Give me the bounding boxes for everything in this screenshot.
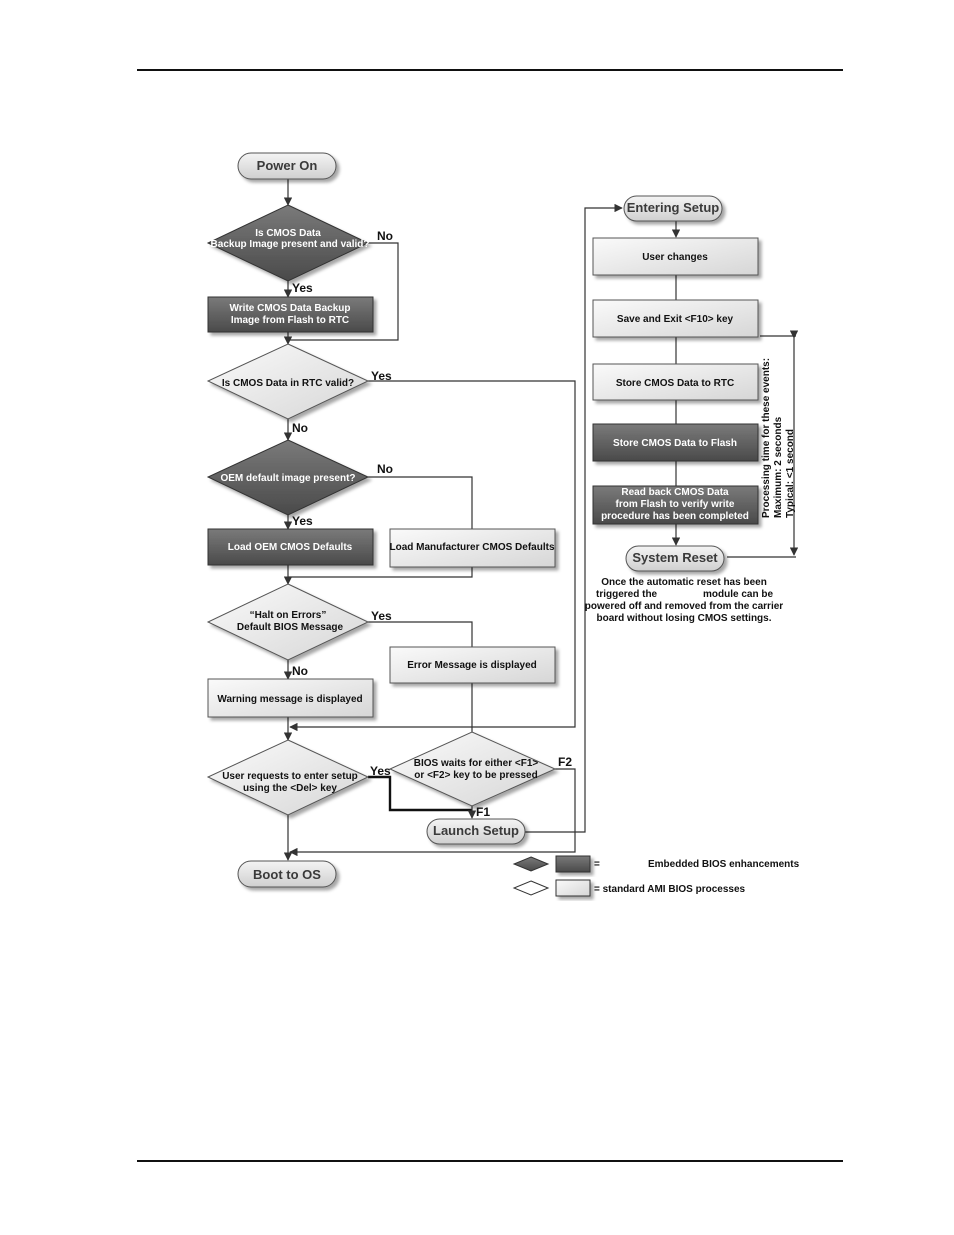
svg-text:Store CMOS Data to RTC: Store CMOS Data to RTC — [616, 378, 734, 389]
legend-dark-diamond — [512, 856, 550, 872]
label-f1: F1 — [476, 805, 490, 819]
process-user-changes: User changes — [592, 237, 759, 276]
svg-text:board without losing CMOS sett: board without losing CMOS settings. — [597, 613, 772, 624]
svg-text:Default BIOS Message: Default BIOS Message — [237, 622, 344, 633]
label-no-rtc: No — [292, 421, 308, 435]
process-load-mfr: Load Manufacturer CMOS Defaults — [389, 528, 556, 568]
svg-text:Error Message is displayed: Error Message is displayed — [407, 660, 537, 671]
timing-note: Processing time for these events: Maximu… — [761, 358, 796, 518]
svg-text:triggered the: triggered the — [596, 589, 658, 600]
svg-text:User changes: User changes — [642, 252, 708, 263]
label-yes-user: Yes — [370, 764, 391, 778]
svg-text:Read back CMOS Data: Read back CMOS Data — [621, 487, 729, 498]
legend-light-diamond — [512, 880, 550, 896]
process-store-flash: Store CMOS Data to Flash — [592, 423, 759, 462]
decision-cmos-backup: Is CMOS Data Backup Image present and va… — [206, 204, 370, 282]
svg-text:Maximum: 2 seconds: Maximum: 2 seconds — [773, 416, 784, 518]
svg-text:using the <Del> key: using the <Del> key — [243, 783, 337, 794]
svg-text:module can be: module can be — [703, 589, 773, 600]
process-error-message: Error Message is displayed — [389, 646, 556, 684]
setup-connectors — [671, 221, 799, 558]
svg-text:Launch Setup: Launch Setup — [433, 823, 519, 838]
svg-text:Image from Flash to RTC: Image from Flash to RTC — [231, 315, 349, 326]
decision-user-setup: User requests to enter setup using the <… — [206, 739, 370, 816]
svg-text:= standard AMI BIOS processes: = standard AMI BIOS processes — [594, 884, 746, 895]
process-store-rtc: Store CMOS Data to RTC — [592, 363, 759, 401]
svg-text:powered off and removed from t: powered off and removed from the carrier — [585, 601, 783, 612]
svg-text:System Reset: System Reset — [632, 550, 718, 565]
svg-text:Backup Image present and valid: Backup Image present and valid? — [211, 239, 370, 250]
node-power-on: Power On — [237, 152, 337, 180]
svg-text:“Halt on Errors”: “Halt on Errors” — [250, 610, 327, 621]
process-load-oem: Load OEM CMOS Defaults — [207, 528, 374, 566]
svg-text:Is CMOS Data in RTC valid?: Is CMOS Data in RTC valid? — [222, 378, 354, 389]
svg-text:Warning message is displayed: Warning message is displayed — [217, 694, 362, 705]
label-yes-backup: Yes — [292, 281, 313, 295]
node-launch-setup: Launch Setup — [426, 818, 526, 845]
process-warning-message: Warning message is displayed — [207, 678, 374, 718]
svg-text:Save and Exit <F10> key: Save and Exit <F10> key — [617, 314, 734, 325]
legend-light-box — [555, 879, 591, 897]
label-no-oem: No — [377, 462, 393, 476]
svg-text:procedure has been completed: procedure has been completed — [601, 511, 749, 522]
label-yes-oem: Yes — [292, 514, 313, 528]
svg-text:from Flash to verify write: from Flash to verify write — [616, 499, 735, 510]
label-f2: F2 — [558, 755, 572, 769]
svg-text:Typical: <1 second: Typical: <1 second — [785, 429, 796, 518]
node-system-reset: System Reset — [625, 545, 725, 572]
svg-text:or <F2> key to be pressed: or <F2> key to be pressed — [414, 770, 537, 781]
connectors — [283, 179, 623, 861]
reset-note: Once the automatic reset has been trigge… — [585, 577, 783, 624]
svg-text:Load OEM CMOS Defaults: Load OEM CMOS Defaults — [228, 542, 353, 553]
node-entering-setup: Entering Setup — [623, 195, 723, 222]
svg-text:BIOS waits for either <F1>: BIOS waits for either <F1> — [414, 758, 539, 769]
footer-rule — [137, 1160, 843, 1162]
svg-text:Store CMOS Data to Flash: Store CMOS Data to Flash — [613, 438, 737, 449]
header-rule — [137, 69, 843, 71]
decision-halt-errors: “Halt on Errors” Default BIOS Message — [206, 583, 370, 661]
label-yes-rtc: Yes — [371, 369, 392, 383]
svg-text:OEM default image present?: OEM default image present? — [220, 473, 355, 484]
label-no-halt: No — [292, 664, 308, 678]
decision-oem-image: OEM default image present? — [206, 439, 370, 516]
svg-text:Embedded BIOS enhancements: Embedded BIOS enhancements — [648, 859, 800, 870]
decision-bios-wait: BIOS waits for either <F1> or <F2> key t… — [388, 731, 557, 807]
svg-text:User requests to enter setup: User requests to enter setup — [222, 771, 358, 782]
process-read-back: Read back CMOS Data from Flash to verify… — [592, 485, 759, 525]
svg-text:=: = — [594, 859, 600, 870]
legend-dark-box — [555, 855, 591, 873]
process-write-backup: Write CMOS Data Backup Image from Flash … — [207, 296, 374, 333]
svg-text:Once the automatic reset has b: Once the automatic reset has been — [601, 577, 767, 588]
label-yes-halt: Yes — [371, 609, 392, 623]
svg-text:Power On: Power On — [257, 158, 318, 173]
decision-rtc-valid: Is CMOS Data in RTC valid? — [206, 343, 370, 420]
svg-text:Load Manufacturer CMOS Default: Load Manufacturer CMOS Defaults — [389, 542, 554, 553]
legend: = Embedded BIOS enhancements = standard … — [512, 855, 800, 897]
svg-text:Entering Setup: Entering Setup — [627, 200, 720, 215]
process-save-exit: Save and Exit <F10> key — [592, 299, 759, 338]
svg-text:Processing time for these even: Processing time for these events: — [761, 358, 772, 518]
svg-text:Is CMOS Data: Is CMOS Data — [255, 228, 321, 239]
svg-text:Boot to OS: Boot to OS — [253, 867, 321, 882]
svg-text:Write CMOS Data Backup: Write CMOS Data Backup — [230, 303, 351, 314]
node-boot-os: Boot to OS — [237, 860, 337, 888]
label-no-backup: No — [377, 229, 393, 243]
